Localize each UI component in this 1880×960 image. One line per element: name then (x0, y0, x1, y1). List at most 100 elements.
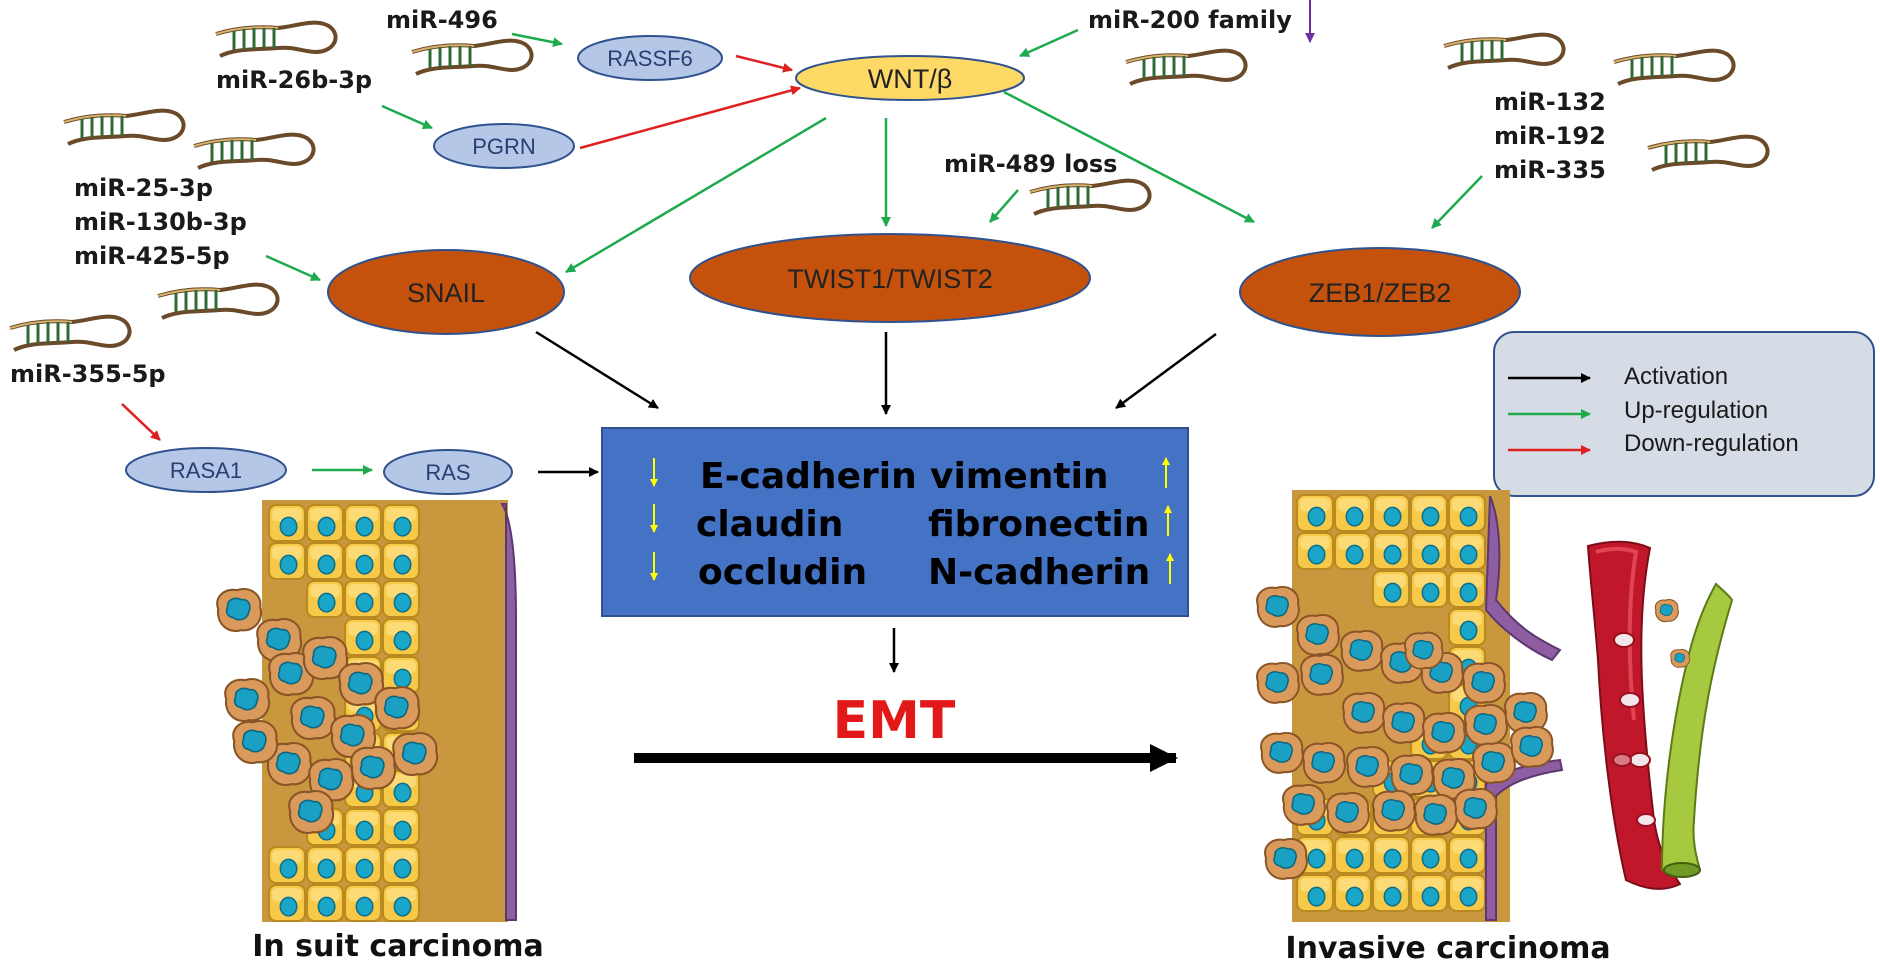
epithelial-cell-icon (1371, 874, 1411, 912)
tumor-cell-icon (1256, 661, 1300, 704)
epithelial-cell-icon (1447, 570, 1487, 608)
epithelial-cell-icon (1295, 532, 1335, 570)
tumor-cell-icon (1326, 791, 1370, 834)
tumor-cell-icon (290, 696, 337, 741)
tumor-cell-icon (1264, 837, 1308, 880)
zeb-label: ZEB1/ZEB2 (1309, 278, 1452, 308)
epithelial-cell-icon (1447, 494, 1487, 532)
pathway-arrows (121, 0, 1483, 772)
tumor-cell-icon (1300, 653, 1344, 696)
hairpin-icon (1124, 48, 1248, 86)
tumor-cell-icon (1260, 731, 1304, 774)
up-regulation-arrow (265, 254, 321, 282)
tumor-cell-icon (1462, 661, 1506, 704)
activation-arrow (535, 330, 659, 410)
snail-node: SNAIL (327, 249, 565, 335)
rasa1-node: RASA1 (125, 447, 287, 493)
tumor-cell-icon (1472, 741, 1516, 784)
tumor-cell-icon (374, 686, 421, 731)
mir-25-label: miR-25-3p (74, 174, 213, 202)
marker-claudin: claudin (696, 504, 843, 545)
epithelial-cell-icon (1409, 494, 1449, 532)
mir-26b-label: miR-26b-3p (216, 66, 372, 94)
mir-489-label: miR-489 loss (944, 150, 1117, 178)
marker-occludin: occludin (698, 552, 867, 593)
hairpin-icon (214, 20, 338, 59)
mirna-labels: miR-496 miR-26b-3p miR-200 family miR-13… (10, 6, 1606, 388)
epithelial-cell-icon (1409, 532, 1449, 570)
invasive-carcinoma-illustration (1256, 490, 1734, 922)
tumor-cell-icon (1340, 629, 1384, 672)
epithelial-cell-icon (268, 884, 306, 922)
epithelial-cell-icon (344, 580, 382, 618)
zeb-node: ZEB1/ZEB2 (1239, 247, 1521, 337)
marker-box: E-cadherin claudin occludin vimentin fib… (601, 427, 1189, 617)
down-regulation-arrow (579, 85, 801, 150)
in-situ-caption: In suit carcinoma (252, 929, 544, 960)
epithelial-cell-icon (306, 542, 344, 580)
wnt-node: WNT/β (795, 55, 1025, 101)
tumor-cell-icon (392, 732, 439, 777)
epithelial-cell-icon (382, 580, 420, 618)
tumor-cell-icon (232, 720, 279, 765)
mir-192-label: miR-192 (1494, 122, 1606, 150)
tumor-cell-icon (1342, 691, 1386, 734)
mir-200-label: miR-200 family (1088, 6, 1292, 34)
epithelial-cell-icon (1295, 874, 1335, 912)
tumor-cell-icon (350, 746, 397, 791)
tumor-cell-icon (1372, 789, 1416, 832)
tumor-cell-icon (224, 678, 271, 723)
legend-down-regulation-label: Down-regulation (1624, 430, 1799, 457)
tumor-cell-icon (1464, 703, 1508, 746)
tumor-cell-icon (1282, 783, 1326, 826)
in-situ-carcinoma-illustration (216, 500, 517, 922)
blood-vessel (1586, 540, 1682, 890)
tumor-cell-icon (288, 790, 335, 835)
pgrn-node: PGRN (433, 123, 575, 169)
tumor-cell-icon (1382, 701, 1426, 744)
twist-node: TWIST1/TWIST2 (689, 233, 1091, 323)
wnt-label: WNT/β (868, 64, 953, 94)
epithelial-cell-icon (382, 808, 420, 846)
epithelial-cell-icon (268, 846, 306, 884)
epithelial-cell-icon (306, 580, 344, 618)
epithelial-cell-icon (1447, 532, 1487, 570)
mir-335-label: miR-335 (1494, 156, 1606, 184)
tumor-cell-icon (1296, 613, 1340, 656)
tumor-cell-icon (1670, 648, 1690, 668)
lymph-vessel (1660, 582, 1734, 878)
epithelial-cell-icon (344, 618, 382, 656)
epithelial-cell-icon (382, 542, 420, 580)
up-regulation-arrow (1431, 175, 1483, 229)
mir-425-label: miR-425-5p (74, 242, 230, 270)
snail-label: SNAIL (407, 278, 485, 308)
invasive-caption: Invasive carcinoma (1285, 931, 1610, 960)
tumor-cell-icon (1390, 753, 1434, 796)
activation-arrow (1115, 332, 1217, 410)
up-regulation-arrow (1019, 28, 1079, 58)
up-regulation-arrow (1003, 90, 1255, 224)
epithelial-cell-icon (306, 884, 344, 922)
legend-up-regulation-label: Up-regulation (1624, 397, 1768, 424)
up-regulation-arrow (565, 116, 827, 274)
marker-fibronectin: fibronectin (928, 504, 1150, 545)
epithelial-cell-icon (382, 846, 420, 884)
epithelial-cell-icon (1333, 836, 1373, 874)
tumor-cell-icon (1422, 711, 1466, 754)
ras-label: RAS (425, 460, 470, 485)
tumor-cell-icon (1414, 793, 1458, 836)
up-regulation-arrow (989, 189, 1019, 223)
mir-130b-label: miR-130b-3p (74, 208, 247, 236)
epithelial-cell-icon (382, 618, 420, 656)
epithelial-cell-icon (382, 504, 420, 542)
ras-node: RAS (383, 449, 513, 495)
epithelial-cell-icon (1447, 874, 1487, 912)
pgrn-label: PGRN (472, 134, 536, 159)
tumor-cell-icon (1256, 585, 1300, 628)
epithelial-cell-icon (1371, 532, 1411, 570)
epithelial-cell-icon (344, 846, 382, 884)
tumor-cell-icon (216, 588, 263, 633)
epithelial-cell-icon (268, 542, 306, 580)
hairpin-icon (1028, 178, 1152, 216)
